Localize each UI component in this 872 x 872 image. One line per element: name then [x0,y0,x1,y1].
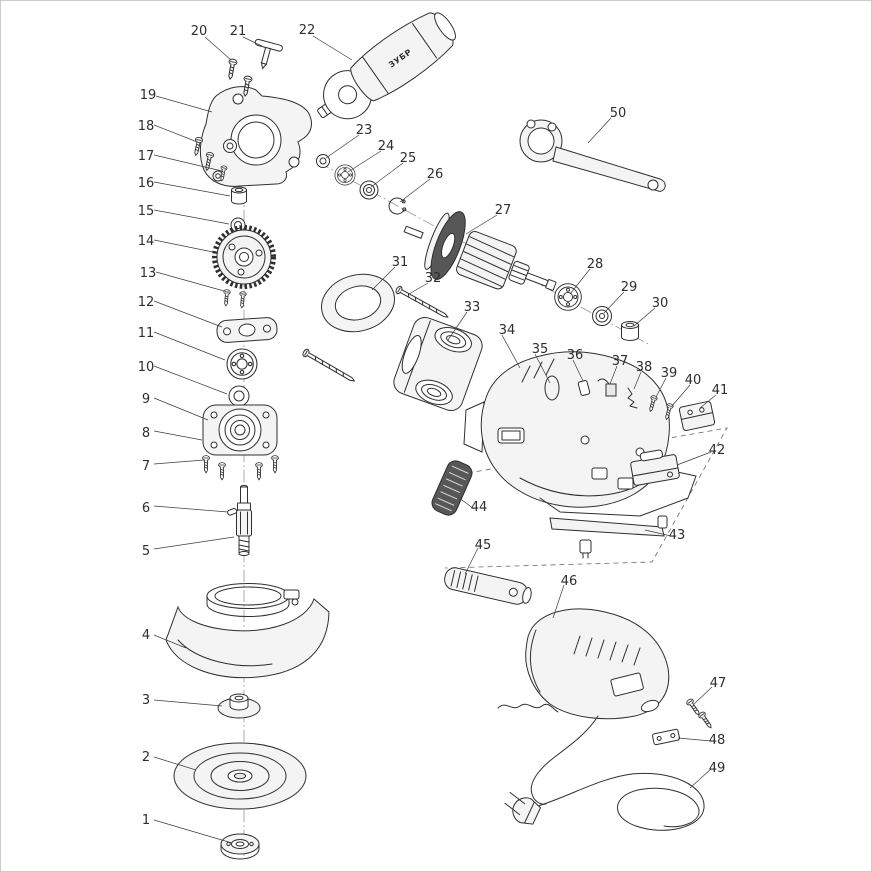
part-label-43: 43 [669,528,686,543]
part-label-37: 37 [612,354,629,369]
shield-ring-31 [321,273,395,333]
part-label-46: 46 [561,574,578,589]
circlip-26 [388,197,407,215]
switch-lever-45 [444,567,532,605]
stator-33 [393,316,483,412]
part-label-3: 3 [142,693,150,708]
grinding-disc-2 [173,742,307,810]
gear-housing [199,86,312,187]
leader-lines [153,35,717,844]
tommy-bar-21 [254,38,283,70]
part-label-1: 1 [142,813,150,828]
part-label-36: 36 [567,348,584,363]
part-label-50: 50 [610,106,627,121]
part-label-22: 22 [299,23,316,38]
retainer-plate-12 [216,317,278,343]
bevel-gear-14 [212,225,276,289]
ring-29 [592,306,612,326]
armature-rotor-27 [403,211,557,291]
part-label-47: 47 [710,676,727,691]
brush-holder-36 [577,380,591,396]
part-label-19: 19 [140,88,157,103]
grip-pad-44 [431,460,473,516]
side-handle: ЗУБР [317,12,456,120]
part-label-9: 9 [142,392,150,407]
part-label-18: 18 [138,119,155,134]
slide-bar-43 [549,515,668,559]
part-label-4: 4 [142,628,150,643]
spindle-5 [236,484,252,556]
brush-spring-38 [627,387,638,409]
part-label-27: 27 [495,203,512,218]
part-label-24: 24 [378,139,395,154]
switch-42 [630,449,680,486]
part-label-45: 45 [475,538,492,553]
part-label-21: 21 [230,24,247,39]
cover-screws-7 [202,455,279,481]
washer-10 [228,385,250,407]
part-labels: 1 2 3 4 5 6 7 8 9 10 11 12 13 14 15 16 1… [138,23,729,828]
part-label-13: 13 [140,266,157,281]
power-plug [504,791,542,825]
air-baffle-35 [544,375,560,401]
spindle-key-6 [227,507,238,516]
part-label-7: 7 [142,459,150,474]
spacer-23 [316,154,330,168]
part-label-33: 33 [464,300,481,315]
plate-screws-13 [222,289,247,309]
part-label-15: 15 [138,204,155,219]
sleeve-30 [621,321,639,341]
part-label-41: 41 [712,383,729,398]
bearing-24 [334,164,356,186]
part-label-38: 38 [636,360,653,375]
part-label-29: 29 [621,280,638,295]
carbon-brush-37 [597,378,617,397]
part-label-11: 11 [138,326,155,341]
rear-housing-46 [525,608,670,720]
power-cord-49 [497,703,705,831]
terminal-block-41 [678,400,716,432]
part-label-10: 10 [138,360,155,375]
bearing-cover-9-8 [202,404,278,456]
part-label-12: 12 [138,295,155,310]
part-label-16: 16 [138,176,155,191]
part-label-20: 20 [191,24,208,39]
part-label-49: 49 [709,761,726,776]
part-label-8: 8 [142,426,150,441]
part-label-28: 28 [587,257,604,272]
part-label-34: 34 [499,323,516,338]
wheel-guard-4 [165,583,330,679]
pin-spanner-50 [519,119,666,193]
clamp-nut-1 [220,833,260,860]
part-label-32: 32 [425,271,442,286]
part-label-44: 44 [471,500,488,515]
housing-screws-47 [685,697,715,731]
part-label-6: 6 [142,501,150,516]
part-label-31: 31 [392,255,409,270]
part-label-35: 35 [532,342,549,357]
spindle-sleeve-16 [231,186,247,205]
spindle-bearing-11 [226,348,258,380]
part-label-5: 5 [142,544,150,559]
part-label-14: 14 [138,234,155,249]
part-label-23: 23 [356,123,373,138]
part-label-39: 39 [661,366,678,381]
bearing-28 [554,283,582,311]
part-label-17: 17 [138,149,155,164]
part-label-2: 2 [142,750,150,765]
part-label-40: 40 [685,373,702,388]
cord-clamp-48 [652,728,680,746]
part-label-26: 26 [427,167,444,182]
part-label-48: 48 [709,733,726,748]
part-label-42: 42 [709,443,726,458]
part-label-25: 25 [400,151,417,166]
part-label-30: 30 [652,296,669,311]
inner-flange-3 [217,693,261,719]
motor-housing-34 [463,351,697,517]
